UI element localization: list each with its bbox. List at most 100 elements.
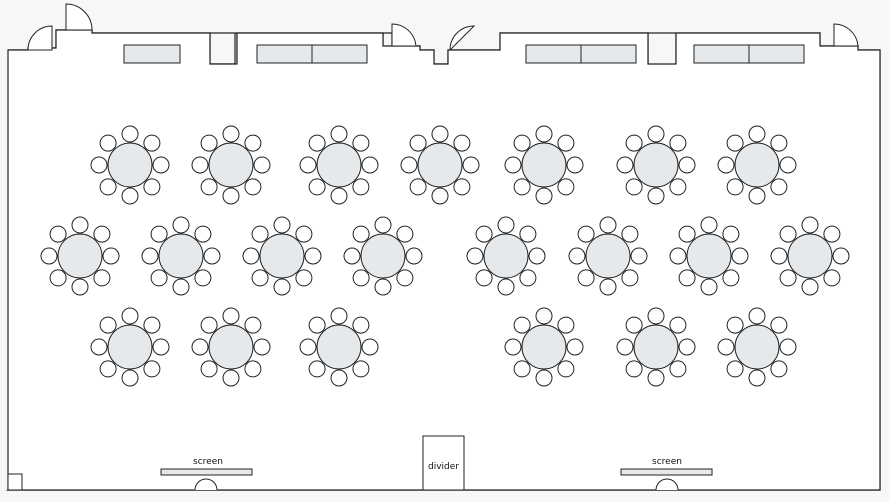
chair [678,269,696,287]
chair [431,125,449,143]
chair [577,225,595,243]
chair [343,247,361,265]
chair [779,156,797,174]
door-swing [65,3,93,31]
screen-right: screen [620,457,713,491]
screen-right-label: screen [652,457,682,467]
chair [722,225,740,243]
chair [770,178,788,196]
window [580,44,637,64]
chair [222,187,240,205]
chair [647,187,665,205]
door-swing [448,25,476,51]
table-top [734,324,780,370]
table-top [158,233,204,279]
chair [453,134,471,152]
chair [630,247,648,265]
chair [669,134,687,152]
chair [475,269,493,287]
chair [71,278,89,296]
chair [770,316,788,334]
chair [832,247,850,265]
chair [409,134,427,152]
chair [616,156,634,174]
chair [717,156,735,174]
chair [566,338,584,356]
chair [823,269,841,287]
chair [121,307,139,325]
chair [453,178,471,196]
chair [121,187,139,205]
chair [40,247,58,265]
chair [779,338,797,356]
table-top [57,233,103,279]
table-top [585,233,631,279]
chair [99,134,117,152]
chair [143,316,161,334]
chair [616,338,634,356]
chair [150,225,168,243]
chair [557,134,575,152]
chair [352,360,370,378]
chair [599,278,617,296]
chair [700,216,718,234]
chair [352,178,370,196]
table-top [259,233,305,279]
chair [90,156,108,174]
table-top [316,324,362,370]
chair [779,269,797,287]
divider-box [422,435,465,491]
table-top [734,142,780,188]
chair [150,269,168,287]
table-top [208,142,254,188]
chair [431,187,449,205]
chair [647,369,665,387]
chair [222,125,240,143]
chair [726,360,744,378]
round-table [343,216,423,296]
chair [504,338,522,356]
chair [557,360,575,378]
round-table [504,307,584,387]
chair [222,369,240,387]
chair [99,316,117,334]
chair [244,316,262,334]
chair [374,278,392,296]
window [123,44,181,64]
chair [678,225,696,243]
chair [49,269,67,287]
chair [770,134,788,152]
chair [535,369,553,387]
chair [625,316,643,334]
chair [557,178,575,196]
chair [726,178,744,196]
chair [152,338,170,356]
chair [330,369,348,387]
chair [669,178,687,196]
chair [191,156,209,174]
table-top [316,142,362,188]
round-table [568,216,648,296]
chair [152,156,170,174]
chair [396,269,414,287]
chair [400,156,418,174]
window [311,44,368,64]
chair [273,278,291,296]
table-top [633,324,679,370]
chair [535,307,553,325]
chair [625,134,643,152]
chair [253,338,271,356]
chair [801,216,819,234]
chair [566,156,584,174]
chair [409,178,427,196]
round-table [90,125,170,205]
table-top [521,324,567,370]
corner-post [7,473,23,491]
chair [621,225,639,243]
chair [251,269,269,287]
chair [726,316,744,334]
chair [99,360,117,378]
round-table [141,216,221,296]
